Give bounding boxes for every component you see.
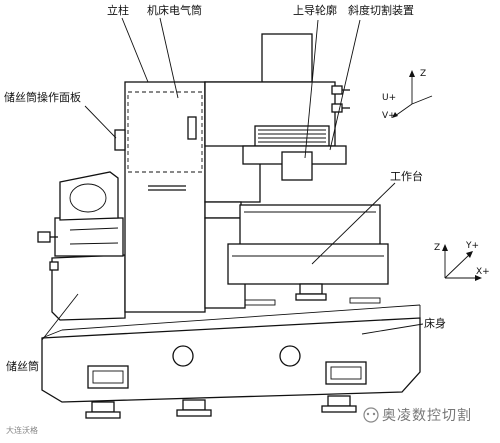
bed-panel-right <box>325 361 367 385</box>
label-taper-device: 斜度切割装置 <box>348 3 414 17</box>
axis-upper-v-label: V+ <box>382 111 396 121</box>
axis-lower-z-label: Z <box>434 243 440 253</box>
wire-drum-housing <box>37 171 126 321</box>
label-electrical-cabinet: 机床电气筒 <box>147 3 202 17</box>
electrical-cabinet-door <box>127 91 203 173</box>
label-column: 立柱 <box>107 3 129 17</box>
labels: 立柱 机床电气筒 上导轮廓 斜度切割装置 储丝筒操作面板 工作台 储丝筒 床身 <box>4 3 446 373</box>
upper-guide-coil <box>254 125 330 147</box>
axis-upper-z-label: Z <box>420 69 426 79</box>
axis-lower-y-label: Y+ <box>465 241 479 251</box>
label-wire-drum: 储丝筒 <box>6 359 39 373</box>
leader-lines <box>41 17 424 341</box>
wechat-icon <box>363 407 379 423</box>
machine-feet <box>85 395 357 419</box>
bed-panel-left <box>87 365 129 389</box>
upper-arm <box>204 33 350 181</box>
label-worktable: 工作台 <box>390 169 423 183</box>
label-upper-guide: 上导轮廓 <box>293 3 337 17</box>
axis-lower-x-label: X+ <box>476 267 490 277</box>
machine-bed <box>41 304 421 403</box>
worktable <box>204 204 389 309</box>
axes-upper: Z U+ V+ <box>382 69 433 121</box>
label-wire-panel: 储丝筒操作面板 <box>4 90 81 104</box>
watermarks: 大连沃格 奥凌数控切割 <box>6 407 472 435</box>
axis-upper-u-label: U+ <box>382 93 396 103</box>
bed-hole-left <box>172 345 194 367</box>
bed-hole-right <box>279 345 301 367</box>
watermark-right: 奥凌数控切割 <box>382 407 472 424</box>
axes-lower: Z Y+ X+ <box>434 241 490 281</box>
watermark-left: 大连沃格 <box>6 425 38 435</box>
panel-knob <box>114 129 126 151</box>
label-bed: 床身 <box>424 316 446 330</box>
